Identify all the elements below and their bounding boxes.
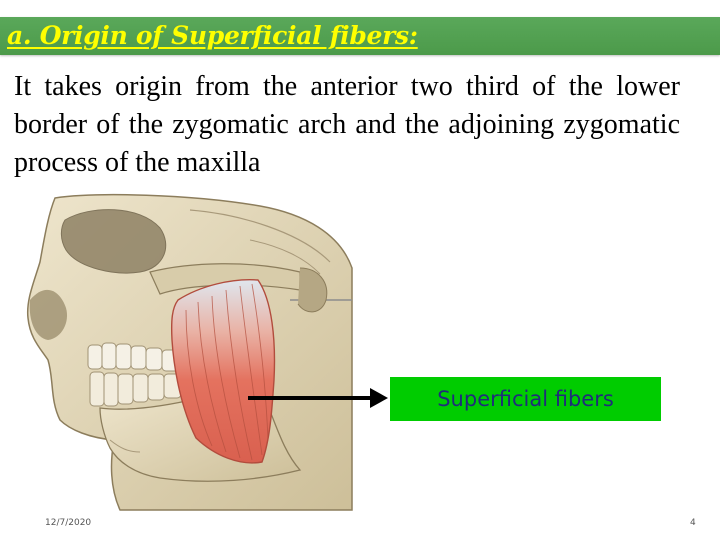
footer-date: 12/7/2020: [45, 518, 91, 528]
skull-masseter-illustration: [0, 190, 720, 520]
slide-title: a. Origin of Superficial fibers:: [7, 21, 418, 50]
body-text: It takes origin from the anterior two th…: [14, 68, 680, 182]
page-number: 4: [690, 518, 696, 528]
label-text: Superficial fibers: [437, 387, 614, 411]
superficial-fibers-label: Superficial fibers: [390, 377, 661, 421]
